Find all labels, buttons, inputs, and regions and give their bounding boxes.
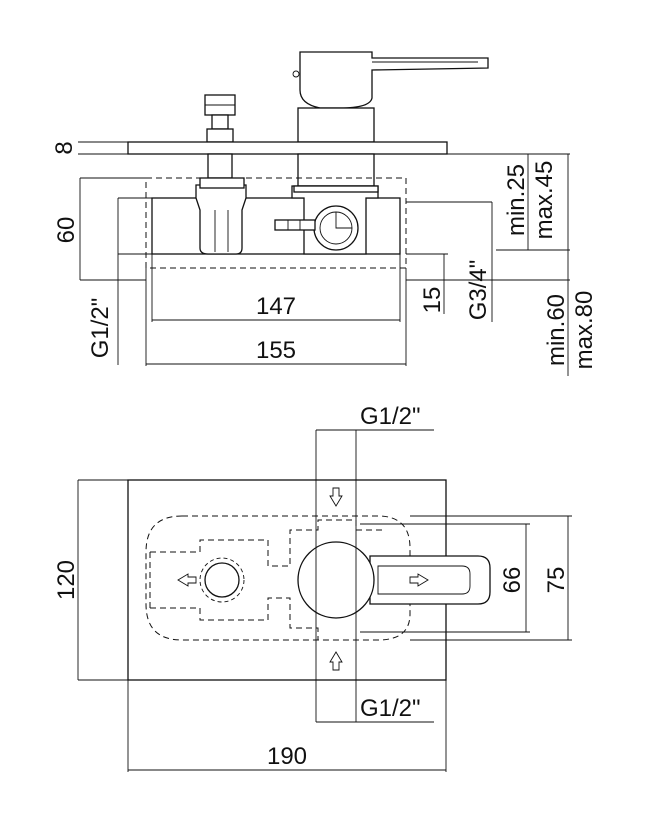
dim-lever-66: 66 (499, 567, 526, 594)
diverter-knob-front[interactable] (204, 562, 240, 598)
cartridge-body (297, 107, 375, 143)
lever-screw (292, 70, 300, 78)
arrow-right-icon (409, 573, 429, 587)
dim-plate-thickness: 8 (51, 141, 78, 154)
front-view: G1/2" G1/2" 120 190 66 75 (53, 403, 572, 772)
mixer-knob[interactable] (297, 541, 375, 619)
arrow-up-icon (329, 651, 343, 671)
dim-pipe-left: G1/2" (87, 298, 114, 359)
lever-handle (299, 51, 489, 109)
dim-inlet-top: G1/2" (360, 403, 421, 430)
top-view: 8 60 G1/2" 147 155 15 G3/4" min.25 max.4… (51, 51, 598, 376)
dim-total-max: max.80 (571, 291, 598, 370)
dim-depth-min: min.25 (503, 164, 530, 236)
arrow-down-icon (329, 487, 343, 507)
arrow-left-icon (177, 573, 197, 587)
cover-plate (127, 141, 448, 155)
dim-body-width: 147 (256, 293, 296, 320)
dim-plate-width: 190 (267, 743, 307, 770)
lever-front[interactable] (369, 555, 491, 605)
housing-outline (145, 177, 407, 269)
dim-depth-max: max.45 (531, 161, 558, 240)
dim-inlet-bottom: G1/2" (360, 695, 421, 722)
dim-outer-width: 155 (256, 337, 296, 364)
diverter-stem (211, 114, 229, 130)
dim-total-min: min.60 (543, 294, 570, 366)
dim-pipe-right: G3/4" (465, 260, 492, 321)
dim-body-height: 60 (53, 217, 80, 244)
dim-offset: 15 (419, 287, 446, 314)
dim-plate-height: 120 (53, 560, 80, 600)
internal-outline (145, 515, 411, 641)
dim-lever-75: 75 (543, 567, 570, 594)
